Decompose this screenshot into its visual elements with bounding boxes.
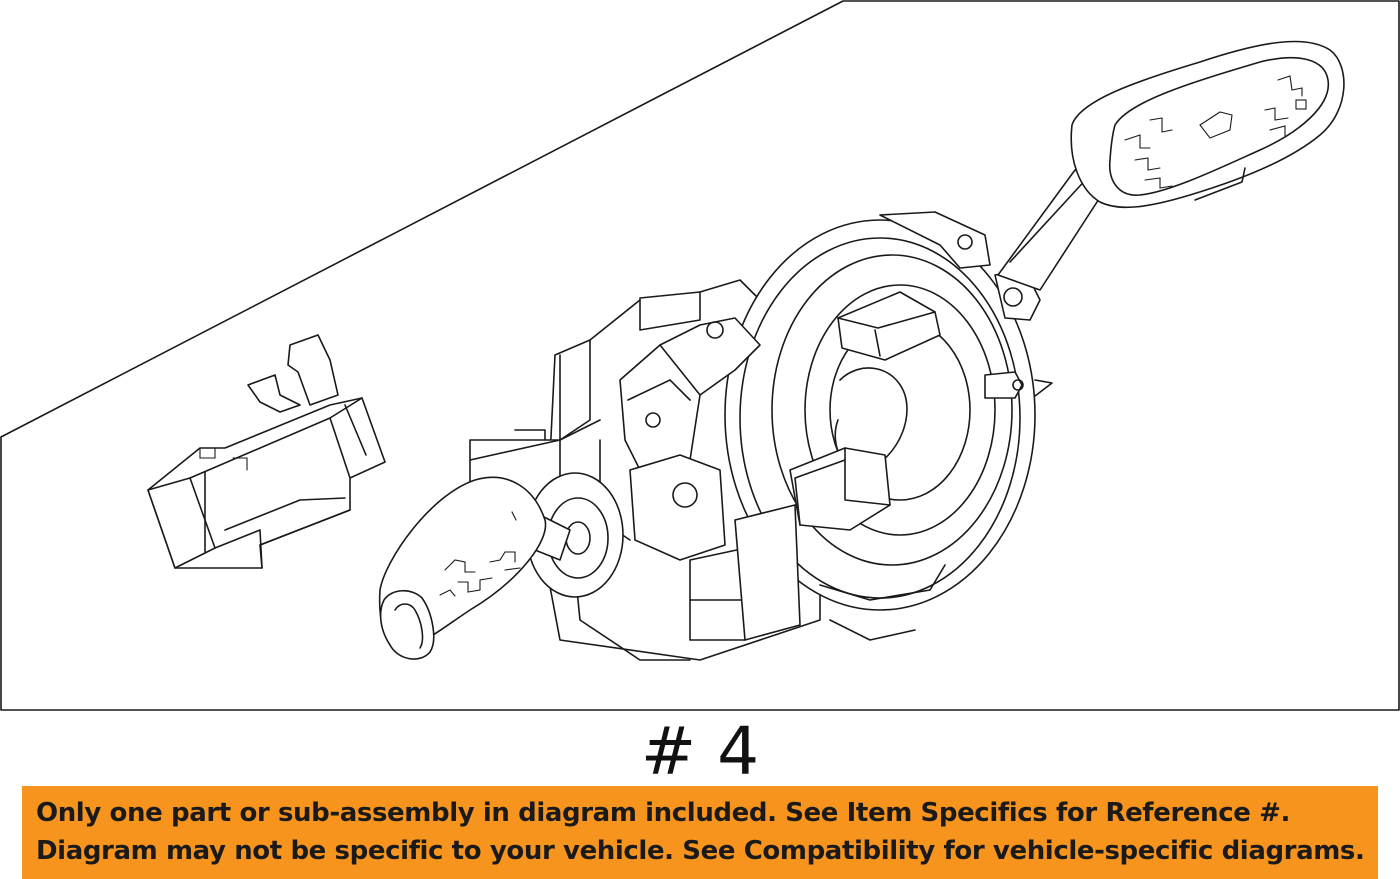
wiring-connector-part [147,334,386,569]
diagram-drawing [0,0,1400,711]
diagram-frame [0,0,1400,711]
disclaimer-banner: Only one part or sub-assembly in diagram… [22,786,1378,879]
disclaimer-line-2: Diagram may not be specific to your vehi… [36,836,1365,866]
reference-number: # 4 [640,713,760,790]
disclaimer-line-1: Only one part or sub-assembly in diagram… [36,798,1290,828]
combination-switch-assembly-part [378,40,1345,661]
parts-diagram [0,0,1400,711]
